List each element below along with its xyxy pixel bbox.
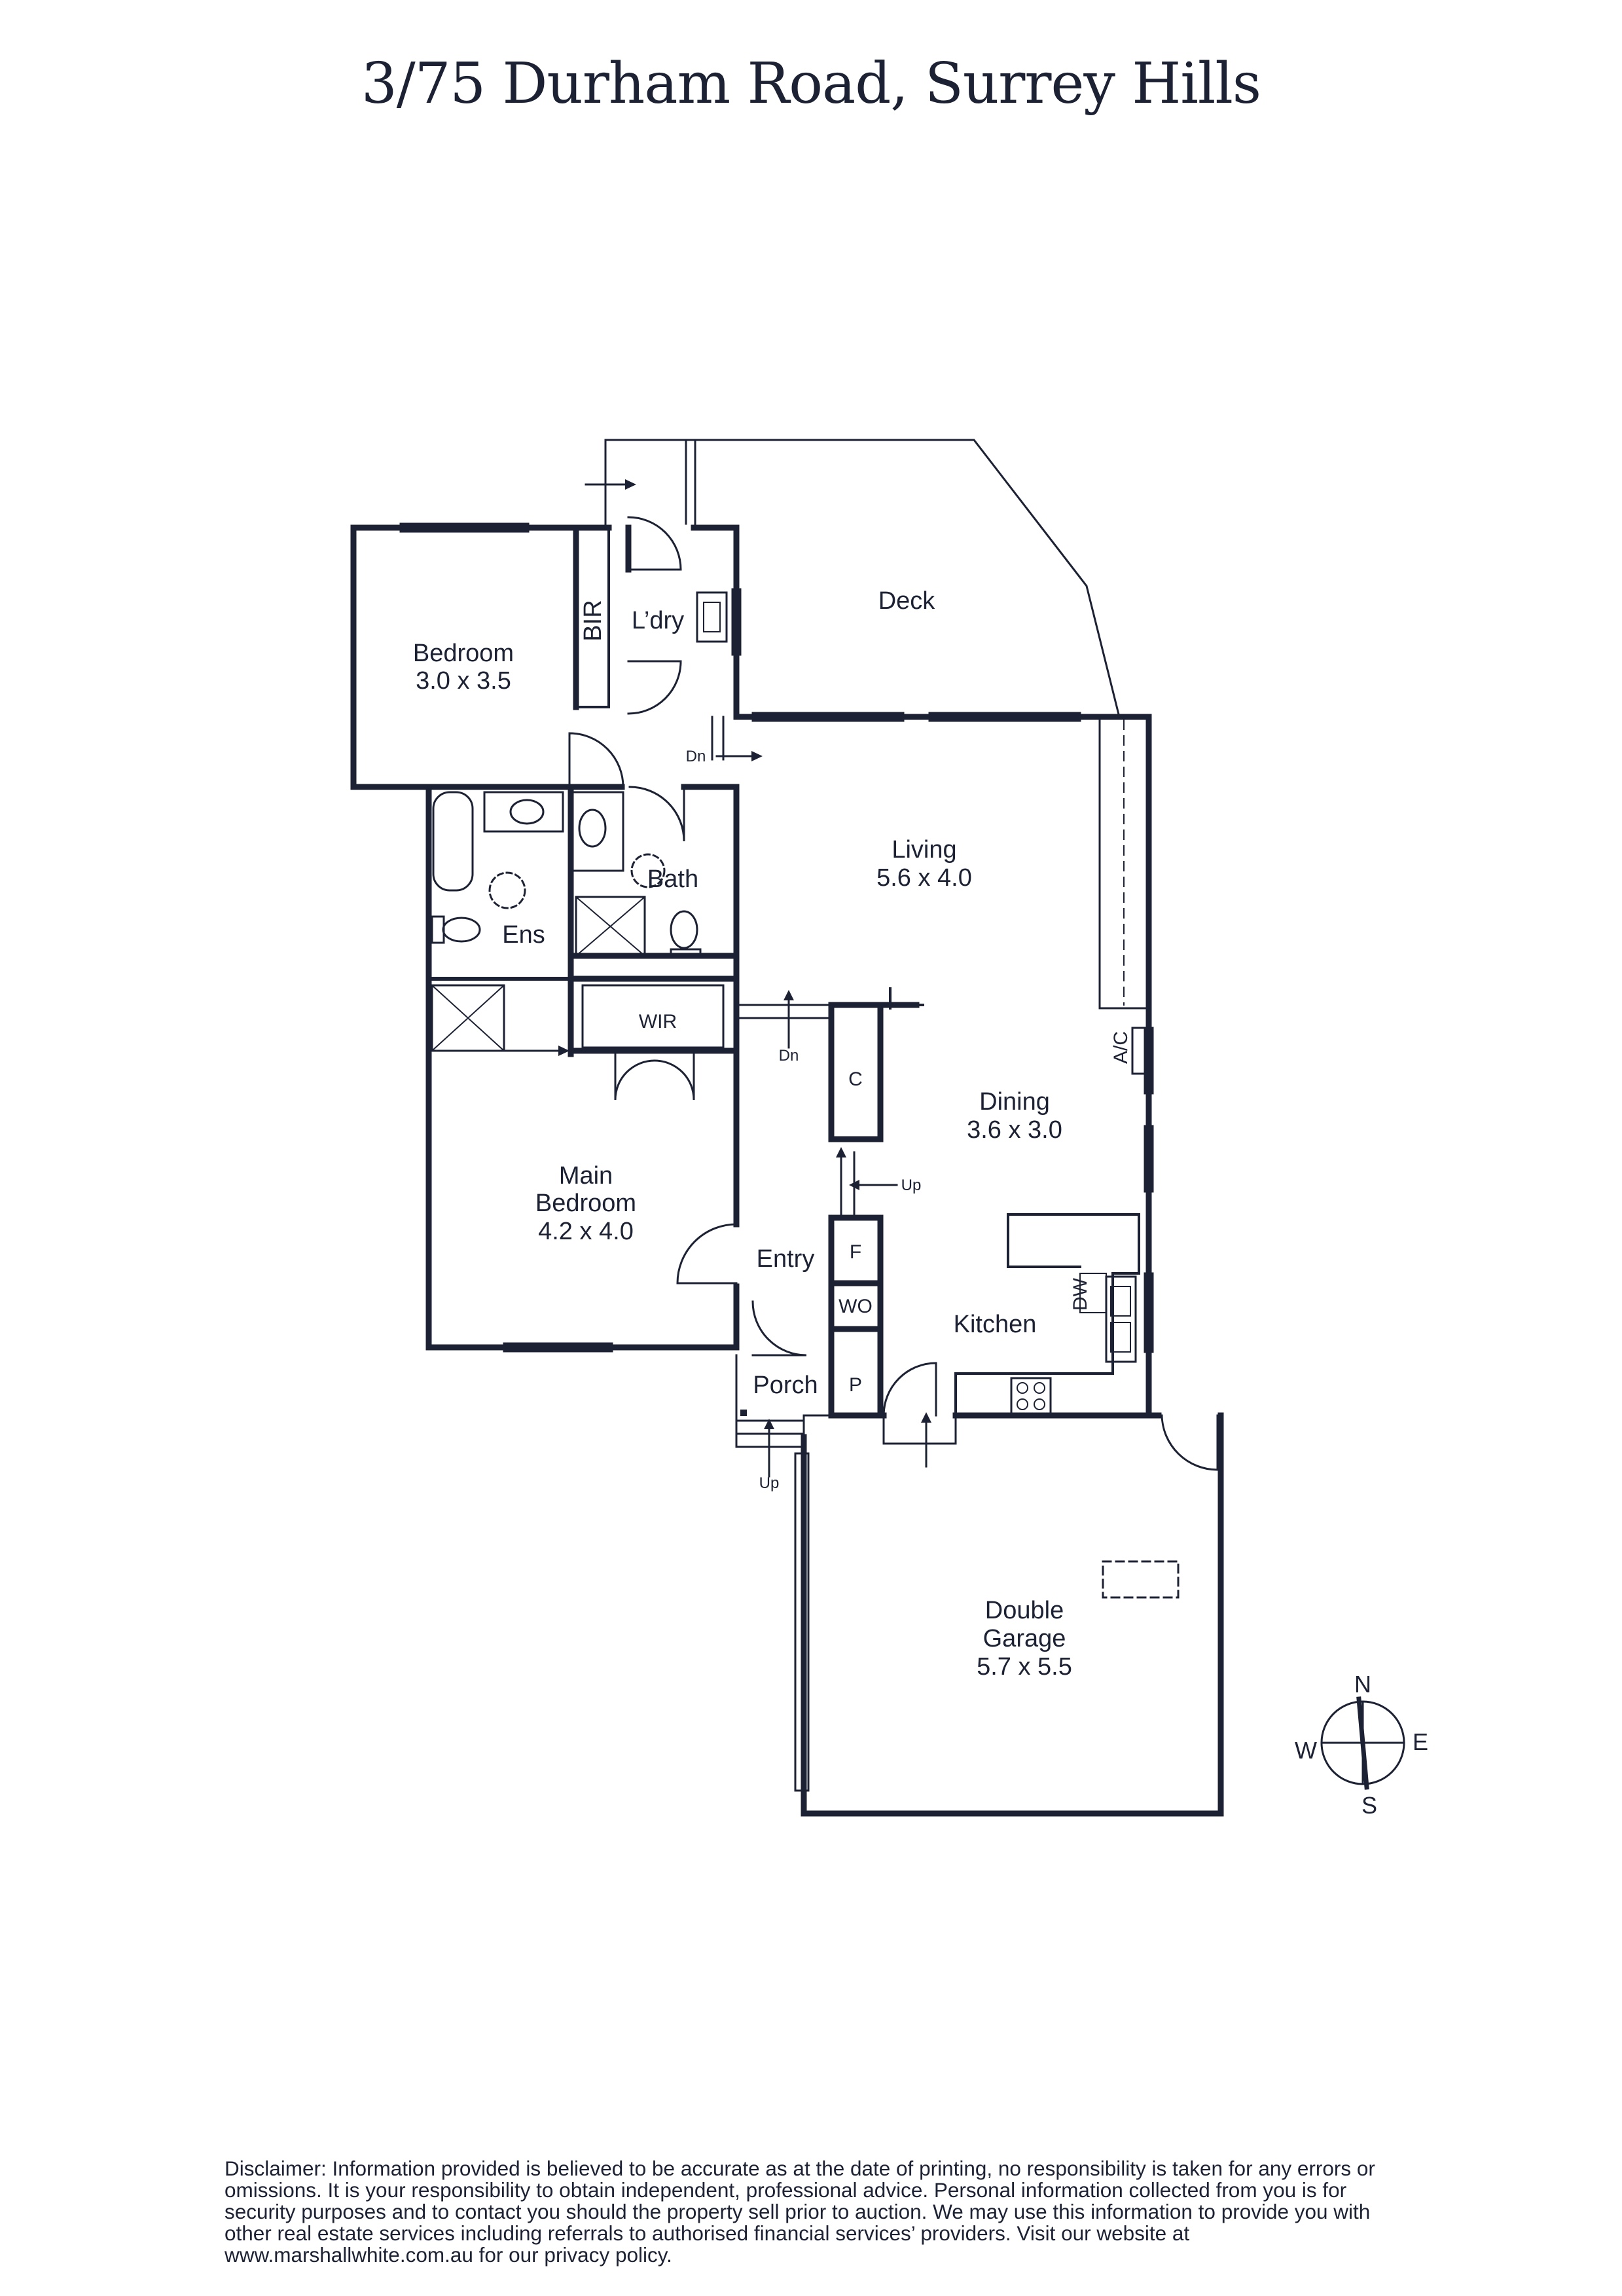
bath-tub [432,791,474,892]
bath-vanity [569,791,624,872]
stairs-dn-label-1: Dn [686,748,706,765]
pantry-label: P [849,1374,862,1396]
ensuite-toilet [442,917,481,943]
ensuite-shower [431,984,505,1052]
bath-shower [575,896,646,957]
cooktop [1010,1377,1052,1415]
bath-exhaust [630,853,666,888]
stairs-dn-north [711,716,725,761]
fireplace [1098,716,1150,1010]
walk-in-robe-shelves [581,984,725,1049]
laundry-label: L’dry [632,607,684,634]
disclaimer-text: Disclaimer: Information provided is beli… [225,2157,1375,2267]
deck-label: Deck [878,587,936,615]
ac-label: A/C [1110,1031,1132,1064]
kitchen-counter [954,1213,1140,1417]
living-label: Living [892,836,956,864]
fridge-label: F [850,1241,861,1263]
main-bedroom-label-2: Bedroom [535,1190,636,1217]
garage-attic-access [1102,1560,1180,1599]
bedroom-size: 3.0 x 3.5 [416,667,511,695]
laundry-trough [696,591,728,643]
wir-label: WIR [639,1011,677,1032]
stairs-up-label-1: Up [901,1176,922,1194]
built-in-robe [575,526,610,708]
living-size: 5.6 x 4.0 [876,864,972,892]
porch-label: Porch [753,1372,818,1399]
garage-label-2: Garage [983,1625,1066,1652]
page-title: 3/75 Durham Road, Surrey Hills [361,51,1261,117]
ensuite-exhaust [488,871,526,909]
dishwasher [1079,1273,1107,1313]
bath-label: Bath [647,866,698,893]
compass-w: W [1295,1737,1317,1764]
bedroom-label: Bedroom [413,640,514,667]
arrow-heads [558,479,931,1429]
dining-label: Dining [979,1088,1050,1116]
compass-e: E [1413,1728,1428,1755]
dining-size: 3.6 x 3.0 [967,1116,1062,1144]
kitchen-label: Kitchen [954,1311,1037,1338]
bir-label: BIR [579,600,607,641]
cupboard-label: C [848,1068,863,1090]
compass-s: S [1361,1792,1377,1819]
main-bedroom-size: 4.2 x 4.0 [538,1218,634,1245]
garage-label-1: Double [985,1597,1064,1624]
bath-toilet [670,910,698,949]
entry-label: Entry [757,1245,815,1273]
arrows [499,483,928,1478]
main-bedroom-label-1: Main [559,1162,613,1190]
garage-door [794,1452,810,1792]
stairs-up-label-2: Up [759,1474,780,1492]
porch-outline [735,1354,833,1448]
dishwasher-label: DW [1070,1277,1091,1311]
kitchen-sink [1105,1275,1137,1363]
compass-n: N [1354,1671,1371,1698]
wall-oven-label: WO [838,1296,873,1317]
doors [568,516,1219,1471]
stairs-dn-label-2: Dn [779,1047,799,1065]
deck-outline [604,439,1121,718]
garage-size: 5.7 x 5.5 [977,1653,1072,1681]
stairs-dn-west [735,1004,833,1019]
ac-unit [1131,1027,1150,1075]
ensuite-basin [509,799,545,825]
compass-rose [1320,1696,1405,1790]
ensuite-label: Ens [502,921,545,949]
